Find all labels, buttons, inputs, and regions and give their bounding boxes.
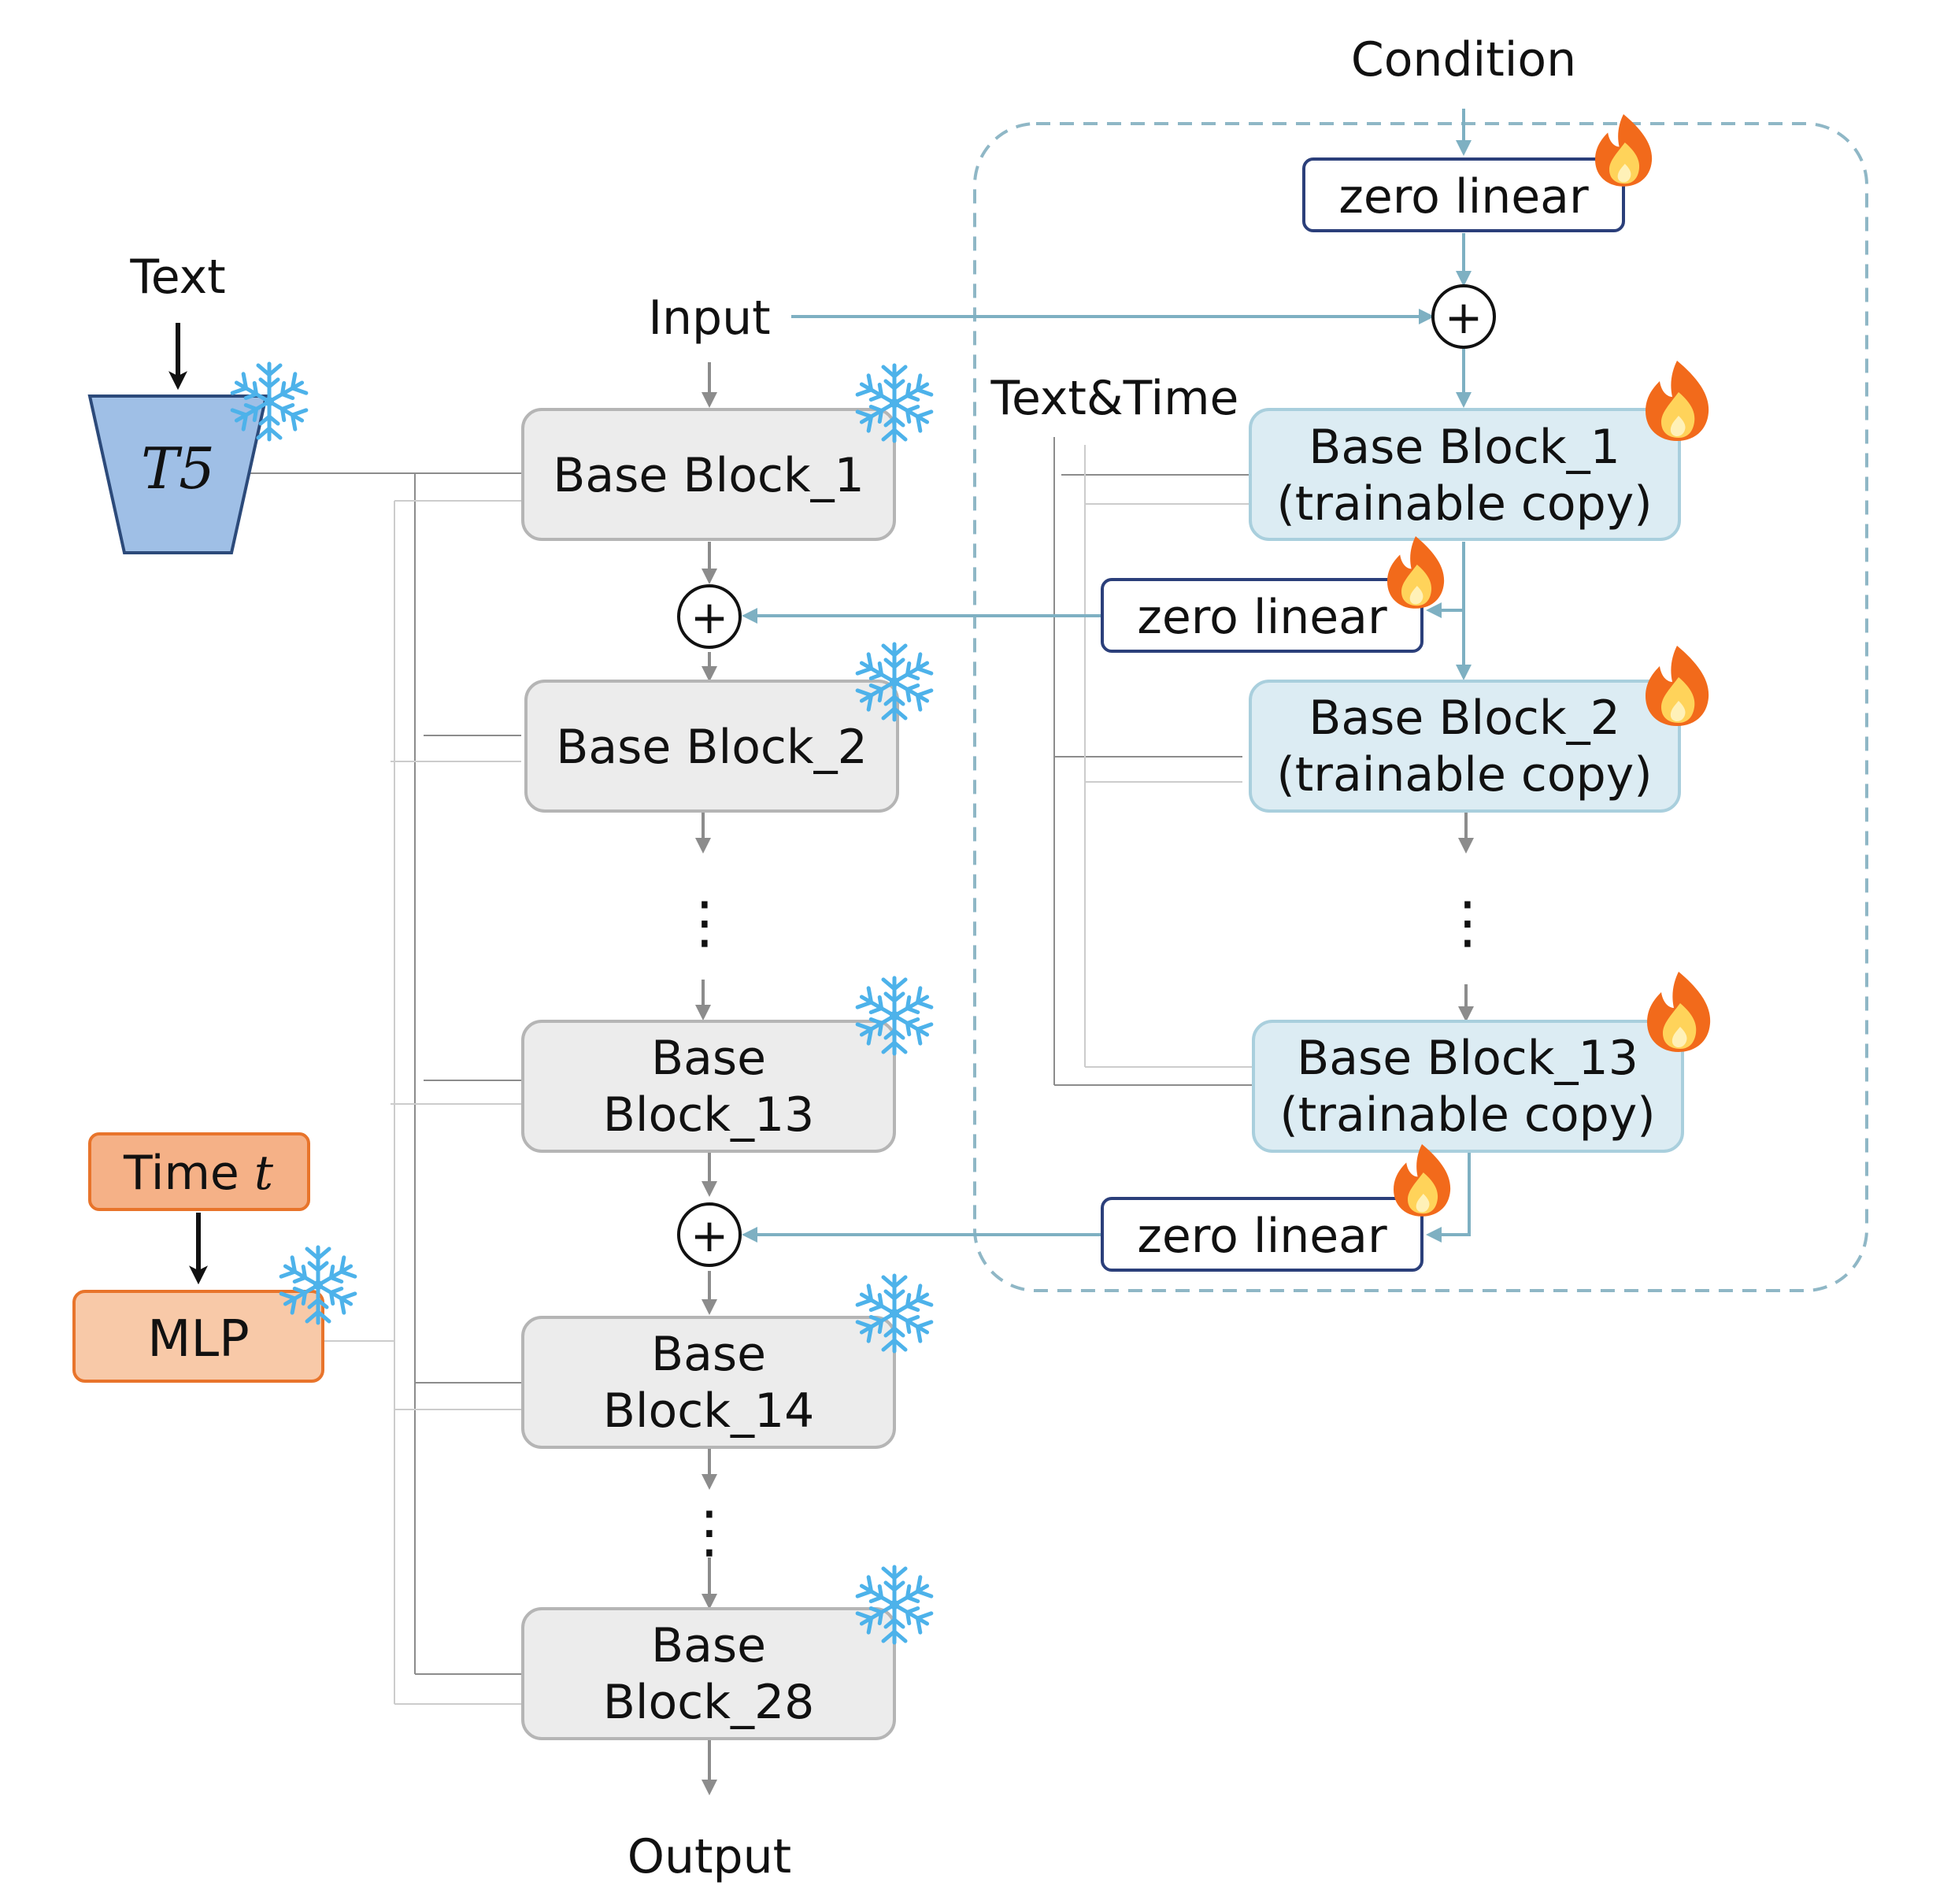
time-text: Time <box>123 1146 254 1201</box>
snowflake-icon <box>856 1276 932 1351</box>
add-node-main-1-symbol: + <box>690 591 729 644</box>
main-path-arrows <box>695 362 1474 1795</box>
mlp-box <box>72 1290 324 1383</box>
snowflake-icon <box>280 1247 356 1323</box>
time-variable: t <box>254 1146 274 1201</box>
zero-linear-13 <box>1101 1197 1423 1272</box>
add-node-main-2 <box>677 1202 742 1267</box>
base-block-2 <box>524 680 899 813</box>
time-label: Time t <box>123 1146 274 1201</box>
t5-label: T5 <box>141 435 215 502</box>
trainable-block-2 <box>1249 680 1681 813</box>
fire-icon <box>1646 646 1709 726</box>
main-ellipsis-1: ⋮ <box>676 889 733 955</box>
condition-label: Condition <box>1351 32 1576 87</box>
base-block-1-label: Base Block_1 <box>553 448 864 503</box>
main-ellipsis-2: ⋮ <box>681 1498 738 1565</box>
zero-linear-top-label: zero linear <box>1338 169 1589 224</box>
control-ellipsis: ⋮ <box>1439 889 1496 955</box>
zero-linear-top <box>1302 157 1625 232</box>
fire-icon <box>1646 361 1709 441</box>
time-box <box>88 1132 310 1211</box>
base-block-13 <box>521 1020 896 1153</box>
trainable-block-1-line1: Base Block_1 <box>1309 420 1620 475</box>
base-block-28-line2: Block_28 <box>603 1675 815 1730</box>
add-node-control <box>1431 284 1496 349</box>
add-node-main-2-symbol: + <box>690 1209 729 1262</box>
zero-linear-1-label: zero linear <box>1137 590 1387 645</box>
trainable-block-13 <box>1252 1020 1684 1153</box>
text-input-label: Text <box>129 250 225 305</box>
base-block-2-label: Base Block_2 <box>556 720 868 775</box>
trainable-block-1-line2: (trainable copy) <box>1276 476 1652 532</box>
zero-linear-1 <box>1101 578 1423 653</box>
snowflake-icon <box>856 978 932 1054</box>
base-block-14 <box>521 1316 896 1449</box>
base-block-14-line2: Block_14 <box>603 1384 815 1439</box>
conditioning-lines <box>250 437 1253 1705</box>
zero-linear-13-label: zero linear <box>1137 1209 1387 1264</box>
trainable-block-1 <box>1249 408 1681 541</box>
add-node-main-1 <box>677 584 742 649</box>
black-arrows <box>168 323 208 1285</box>
base-block-13-line2: Block_13 <box>603 1087 815 1143</box>
trainable-block-13-line1: Base Block_13 <box>1297 1031 1638 1086</box>
control-arrows <box>742 109 1472 1243</box>
input-label: Input <box>648 291 770 346</box>
snowflake-icon <box>856 365 932 441</box>
base-block-13-line1: Base <box>651 1031 766 1086</box>
trainable-block-2-line2: (trainable copy) <box>1276 747 1652 802</box>
fire-icon <box>1394 1144 1451 1217</box>
base-block-1 <box>521 408 896 541</box>
controlnet-region <box>973 122 1868 1292</box>
base-block-28 <box>521 1607 896 1740</box>
t5-encoder <box>87 395 268 554</box>
mlp-label: MLP <box>147 1310 249 1369</box>
trainable-block-13-line2: (trainable copy) <box>1279 1087 1655 1143</box>
fire-icon <box>1387 536 1445 609</box>
output-label: Output <box>628 1829 791 1884</box>
snowflake-icon <box>856 1567 932 1643</box>
trainable-block-2-line1: Base Block_2 <box>1309 691 1620 746</box>
text-time-label: Text&Time <box>990 371 1239 426</box>
base-block-28-line1: Base <box>651 1618 766 1673</box>
fire-icon <box>1647 972 1711 1052</box>
base-block-14-line1: Base <box>651 1327 766 1382</box>
add-node-control-symbol: + <box>1445 291 1483 344</box>
